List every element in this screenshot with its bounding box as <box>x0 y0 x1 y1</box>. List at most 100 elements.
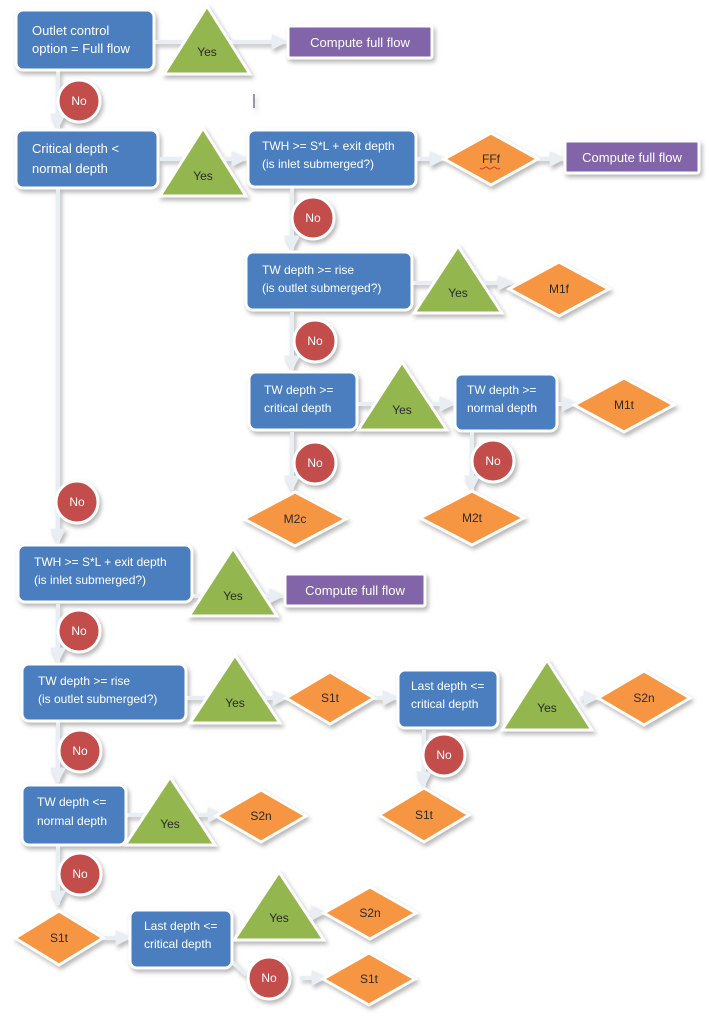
node-critical-lt-normal: Critical depth < normal depth <box>14 128 160 190</box>
result-label: S2n <box>633 691 654 705</box>
node-line: normal depth <box>37 814 107 828</box>
node-line: critical depth <box>264 401 331 415</box>
yes-label: Yes <box>197 45 217 59</box>
result-label: S1t <box>415 808 434 822</box>
no-label: No <box>305 211 321 225</box>
result-s1t: S1t <box>283 670 377 726</box>
node-line: critical depth <box>411 697 478 711</box>
node-line: Last depth <= <box>144 919 217 933</box>
no-label: No <box>71 94 87 108</box>
node-line: normal depth <box>32 161 108 176</box>
node-line: Critical depth < <box>32 141 119 156</box>
yes-triangle: Yes <box>161 3 253 76</box>
node-twh-inlet-1: TWH >= S*L + exit depth (is inlet submer… <box>246 128 418 189</box>
result-label: M1f <box>549 282 570 296</box>
node-line: (is outlet submerged?) <box>262 281 381 295</box>
no-circle: No <box>470 438 516 484</box>
node-line: TW depth >= rise <box>262 263 354 277</box>
node-line: TW depth >= <box>264 383 333 397</box>
node-line: TW depth <= <box>37 795 106 809</box>
no-label: No <box>72 744 88 758</box>
compute-label: Compute full flow <box>305 583 405 598</box>
no-circle: No <box>56 78 102 124</box>
yes-triangle: Yes <box>186 545 280 618</box>
no-label: No <box>69 495 85 509</box>
compute-full-flow-3: Compute full flow <box>283 572 427 608</box>
node-twh-inlet-2: TWH >= S*L + exit depth (is inlet submer… <box>16 543 194 604</box>
result-s1t: S1t <box>12 909 106 967</box>
compute-full-flow-2: Compute full flow <box>563 139 701 175</box>
result-label: M1t <box>614 398 635 412</box>
node-line: TW depth >= <box>467 383 536 397</box>
no-circle: No <box>290 195 336 241</box>
node-tw-rise-1: TW depth >= rise (is outlet submerged?) <box>244 250 414 312</box>
result-s1t: S1t <box>376 786 472 844</box>
yes-triangle: Yes <box>231 869 327 942</box>
no-circle: No <box>57 728 103 774</box>
no-circle: No <box>292 440 338 486</box>
node-line: Last depth <= <box>411 679 484 693</box>
result-m1t: M1t <box>570 376 678 434</box>
node-tw-critical-1: TW depth >= critical depth <box>247 370 359 432</box>
node-tw-rise-2: TW depth >= rise (is outlet submerged?) <box>20 662 188 723</box>
no-label: No <box>72 867 88 881</box>
compute-full-flow-1: Compute full flow <box>286 24 434 60</box>
yes-label: Yes <box>223 589 243 603</box>
node-line: critical depth <box>144 937 211 951</box>
node-line: (is inlet submerged?) <box>34 573 146 587</box>
yes-label: Yes <box>448 286 468 300</box>
result-s2n: S2n <box>213 788 309 844</box>
node-line: (is outlet submerged?) <box>38 692 157 706</box>
result-fff: FFf <box>440 131 542 187</box>
yes-triangle: Yes <box>187 652 283 725</box>
no-circle: No <box>292 318 338 364</box>
no-label: No <box>307 334 323 348</box>
node-line: TWH >= S*L + exit depth <box>34 555 167 569</box>
node-line: Outlet control <box>32 23 109 38</box>
result-label: FFf <box>482 152 501 166</box>
result-m1f: M1f <box>505 260 613 318</box>
no-circle: No <box>57 851 103 897</box>
no-label: No <box>485 454 501 468</box>
result-m2t: M2t <box>416 489 528 547</box>
node-line: (is inlet submerged?) <box>262 157 374 171</box>
compute-label: Compute full flow <box>582 150 682 165</box>
node-line: option = Full flow <box>32 41 131 56</box>
node-last-le-critical-1: Last depth <= critical depth <box>396 668 500 730</box>
no-label: No <box>71 624 87 638</box>
yes-label: Yes <box>225 696 245 710</box>
compute-label: Compute full flow <box>310 35 410 50</box>
no-label: No <box>307 456 323 470</box>
node-last-le-critical-2: Last depth <= critical depth <box>128 908 234 970</box>
result-label: S1t <box>50 931 69 945</box>
node-tw-le-normal: TW depth <= normal depth <box>20 783 128 847</box>
no-label: No <box>261 971 277 985</box>
result-label: S2n <box>359 906 380 920</box>
yes-label: Yes <box>269 911 289 925</box>
yes-triangle: Yes <box>122 774 218 847</box>
result-label: S1t <box>360 972 379 986</box>
node-tw-normal-1: TW depth >= normal depth <box>453 372 559 433</box>
result-label: S2n <box>250 809 271 823</box>
yes-triangle: Yes <box>499 657 595 732</box>
yes-triangle: Yes <box>355 359 450 432</box>
node-line: normal depth <box>467 401 537 415</box>
yes-triangle: Yes <box>157 125 249 198</box>
result-s2n: S2n <box>595 669 693 727</box>
result-label: M2t <box>462 511 483 525</box>
yes-label: Yes <box>160 817 180 831</box>
result-s1t: S1t <box>319 951 419 1007</box>
result-m2c: M2c <box>240 490 350 548</box>
node-line: TW depth >= rise <box>38 674 130 688</box>
no-label: No <box>436 748 452 762</box>
result-s2n: S2n <box>320 885 420 941</box>
yes-triangle: Yes <box>411 243 505 315</box>
no-circle: No <box>56 608 102 654</box>
yes-label: Yes <box>392 403 412 417</box>
no-circle: No <box>421 732 467 778</box>
yes-label: Yes <box>537 701 557 715</box>
no-circle: No <box>246 955 292 1001</box>
no-circle: No <box>54 479 100 525</box>
node-line: TWH >= S*L + exit depth <box>262 139 395 153</box>
